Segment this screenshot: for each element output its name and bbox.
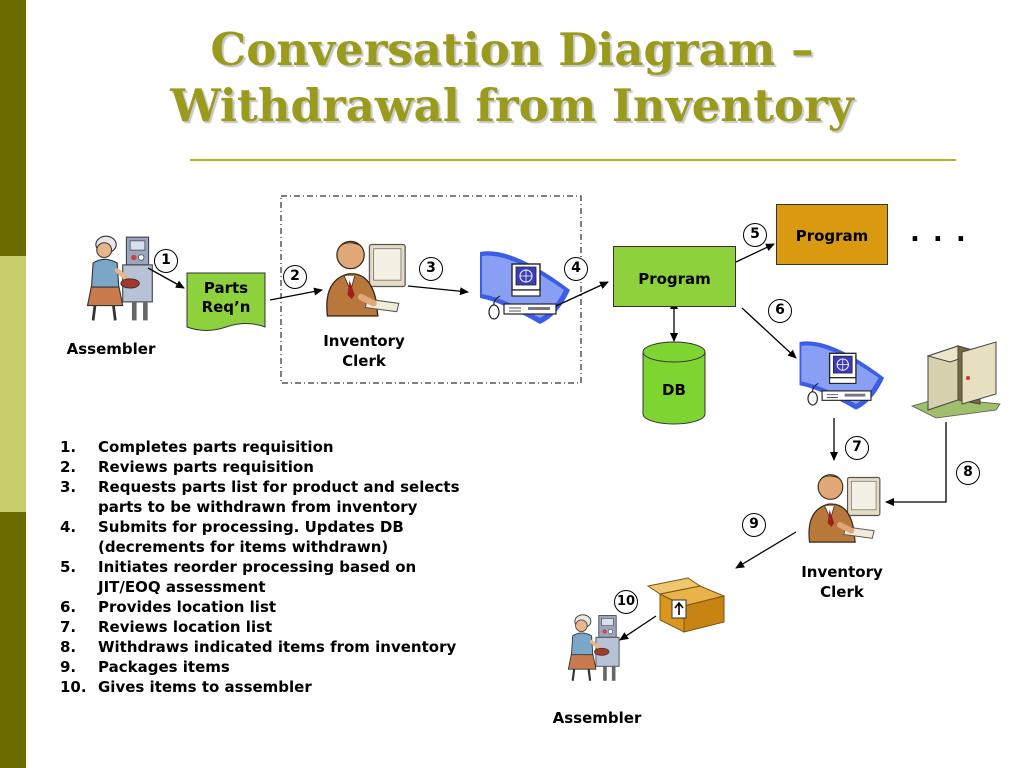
step-marker-5: 5: [743, 223, 767, 247]
arrow-6: [741, 307, 797, 359]
title-underline: [190, 159, 956, 161]
list-item: 10.Gives items to assembler: [60, 678, 312, 696]
inventory-clerk-bottom-label: Inventory Clerk: [801, 563, 883, 601]
stripe-bottom: [0, 512, 26, 768]
list-item: 6.Provides location list: [60, 598, 277, 616]
step-marker-3: 3: [419, 257, 443, 281]
list-item: 9.Packages items: [60, 658, 230, 676]
ellipsis-label: . . .: [910, 218, 968, 248]
step-marker-10: 10: [614, 590, 638, 614]
arrow-5: [735, 243, 775, 263]
terminal-middle-icon: [798, 340, 885, 411]
steps-list: 1.Completes parts requisition 2.Reviews …: [60, 437, 470, 697]
title-line-2: Withdrawal from Inventory: [170, 79, 854, 132]
step-marker-7: 7: [845, 436, 869, 460]
arrow-10: [619, 615, 657, 641]
list-item: 8.Withdraws indicated items from invento…: [60, 638, 457, 656]
stripe-middle: [0, 256, 26, 512]
title-line-1: Conversation Diagram –: [210, 23, 814, 76]
step-marker-4: 4: [564, 257, 588, 281]
assembler-top-label: Assembler: [66, 340, 156, 358]
arrow-9: [735, 531, 797, 569]
assembler-bottom-label: Assembler: [552, 709, 642, 727]
list-item: 1.Completes parts requisition: [60, 438, 334, 456]
program-reorder-label: Program: [795, 227, 869, 245]
inventory-cabinet-icon: [910, 341, 1001, 419]
arrow-1: [147, 267, 185, 289]
program-main-label: Program: [638, 270, 711, 288]
program-main-box: Program: [613, 246, 736, 307]
inventory-clerk-top-figure: [327, 241, 405, 316]
db-label: DB: [662, 381, 686, 399]
step-marker-8: 8: [956, 461, 980, 485]
slide-title: Conversation Diagram – Withdrawal from I…: [40, 22, 984, 134]
assembler-top-figure: [88, 236, 153, 320]
terminal-top-icon: [479, 250, 571, 325]
list-item: 7.Reviews location list: [60, 618, 273, 636]
program-reorder-box: Program: [776, 204, 888, 265]
step-marker-6: 6: [768, 299, 792, 323]
list-item: 2.Reviews parts requisition: [60, 458, 314, 476]
step-marker-1: 1: [154, 249, 178, 273]
arrow-8: [885, 422, 947, 506]
step-marker-9: 9: [742, 513, 766, 537]
arrow-4: [555, 281, 609, 307]
inventory-clerk-top-label: Inventory Clerk: [323, 332, 405, 370]
stripe-top: [0, 0, 26, 256]
package-box-icon: [646, 577, 726, 633]
parts-req-document-shape: [186, 272, 266, 331]
step-marker-2: 2: [283, 265, 307, 289]
list-item: 5.Initiates reorder processing based on …: [60, 558, 417, 596]
assembler-bottom-figure: [566, 612, 622, 683]
parts-req-label: Parts Req’n: [201, 279, 251, 316]
arrow-2: [269, 287, 323, 301]
clerk-workstation-group: [280, 195, 582, 384]
inventory-clerk-bottom-figure: [809, 475, 880, 542]
arrow-3: [407, 285, 469, 296]
list-item: 4.Submits for processing. Updates DB (de…: [60, 518, 404, 556]
list-item: 3.Requests parts list for product and se…: [60, 478, 460, 516]
db-cylinder: [642, 341, 706, 425]
